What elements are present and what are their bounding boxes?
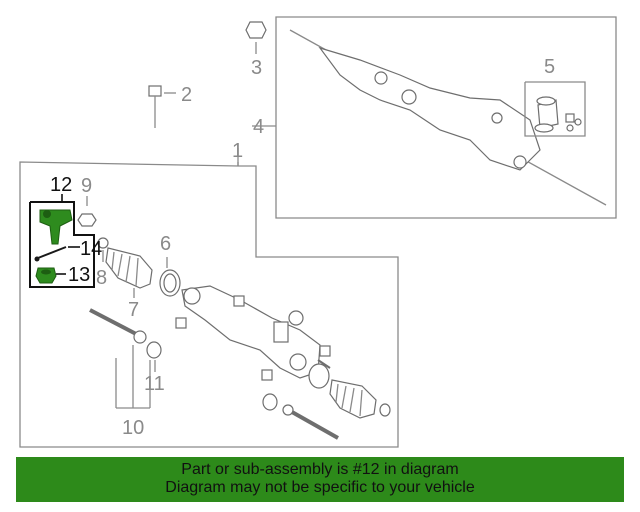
callout-8: 8 bbox=[96, 267, 107, 289]
parts-inner-tie-rod bbox=[89, 308, 162, 409]
banner-line-1: Part or sub-assembly is #12 in diagram bbox=[181, 461, 459, 478]
callout-1: 1 bbox=[232, 140, 243, 162]
banner-line-2: Diagram may not be specific to your vehi… bbox=[165, 479, 475, 496]
castle-nut-icon bbox=[35, 267, 57, 284]
callout-3: 3 bbox=[251, 57, 262, 79]
tie-rod-end-icon bbox=[39, 209, 73, 245]
callout-11: 11 bbox=[144, 373, 165, 395]
part-12-highlight-box bbox=[29, 194, 95, 288]
part-2-bolt bbox=[148, 85, 176, 128]
callout-7: 7 bbox=[128, 299, 139, 321]
info-banner: Part or sub-assembly is #12 in diagram D… bbox=[16, 457, 624, 502]
parts-left-cluster bbox=[77, 196, 181, 298]
parts-diagram: 1 2 3 4 5 6 7 8 9 10 11 12 13 14 bbox=[19, 16, 617, 448]
callout-2: 2 bbox=[181, 84, 192, 106]
rack-overview-box bbox=[275, 16, 617, 219]
callout-9: 9 bbox=[81, 175, 92, 197]
callout-13: 13 bbox=[68, 264, 90, 286]
part-5-group bbox=[524, 81, 586, 137]
callout-12: 12 bbox=[50, 174, 72, 196]
parts-right-cluster bbox=[262, 363, 391, 440]
main-assembly-box bbox=[19, 125, 399, 448]
callout-6: 6 bbox=[160, 233, 171, 255]
callout-10: 10 bbox=[122, 417, 144, 439]
steering-rack-body bbox=[175, 285, 331, 381]
part-3-nut bbox=[245, 21, 267, 54]
callout-14: 14 bbox=[80, 238, 102, 260]
callout-4: 4 bbox=[253, 116, 264, 138]
callout-5: 5 bbox=[544, 56, 555, 78]
